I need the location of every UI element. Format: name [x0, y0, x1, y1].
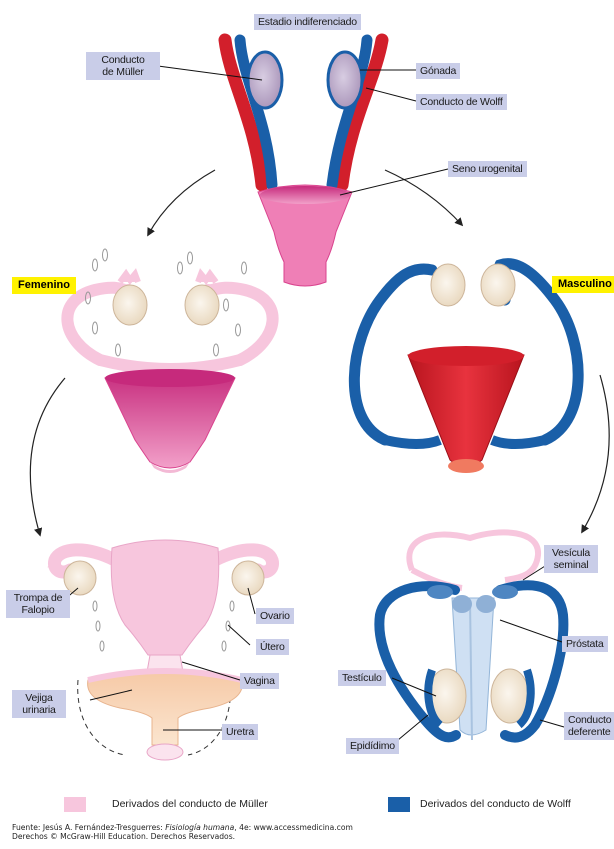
- legend-muller-label: Derivados del conducto de Müller: [112, 798, 268, 811]
- wolff-duct-label: Conducto de Wolff: [416, 94, 507, 110]
- source-credit: Fuente: Jesús A. Fernández-Tresguerres: …: [12, 823, 353, 841]
- vas-deferens-label: Conducto deferente: [564, 712, 614, 740]
- female-label: Femenino: [12, 277, 76, 294]
- legend-wolff-swatch: [388, 797, 410, 812]
- prostate-label: Próstata: [562, 636, 608, 652]
- urogenital-sinus-label: Seno urogenital: [448, 161, 527, 177]
- vagina-label: Vagina: [240, 673, 279, 689]
- fallopian-tube-label: Trompa de Falopio: [6, 590, 70, 618]
- source-prefix: Fuente: Jesús A. Fernández-Tresguerres:: [12, 823, 165, 832]
- bladder-label: Vejiga urinaria: [12, 690, 66, 718]
- urethra-label: Uretra: [222, 724, 258, 740]
- source-suffix: , 4e: www.accessmedicina.com: [234, 823, 353, 832]
- arrow-male-final: [582, 375, 609, 532]
- male-label: Masculino: [552, 276, 614, 293]
- indifferent-stage: [225, 40, 382, 286]
- male-stage: [354, 264, 578, 473]
- arrow-to-male: [385, 170, 462, 225]
- source-rights: Derechos © McGraw-Hill Education. Derech…: [12, 832, 235, 841]
- epididymis-label: Epidídimo: [346, 738, 399, 754]
- muller-duct-label: Conducto de Müller: [86, 52, 160, 80]
- stage-label: Estadio indiferenciado: [254, 14, 361, 30]
- legend-wolff-label: Derivados del conducto de Wolff: [420, 798, 571, 811]
- seminal-vesicle-label: Vesícula seminal: [544, 545, 598, 573]
- uterus-shape: [111, 540, 219, 655]
- gonad-label: Gónada: [416, 63, 460, 79]
- male-final: [379, 532, 563, 740]
- arrow-female-final: [30, 378, 65, 535]
- source-book: Fisiología humana: [165, 823, 234, 832]
- female-stage: [67, 249, 272, 473]
- uterus-label: Útero: [256, 639, 289, 655]
- legend-muller-swatch: [64, 797, 86, 812]
- ovary-label: Ovario: [256, 608, 294, 624]
- arrow-to-female: [148, 170, 215, 235]
- gonad-right: [328, 52, 362, 108]
- gonad-left: [248, 52, 282, 108]
- testis-label: Testículo: [338, 670, 386, 686]
